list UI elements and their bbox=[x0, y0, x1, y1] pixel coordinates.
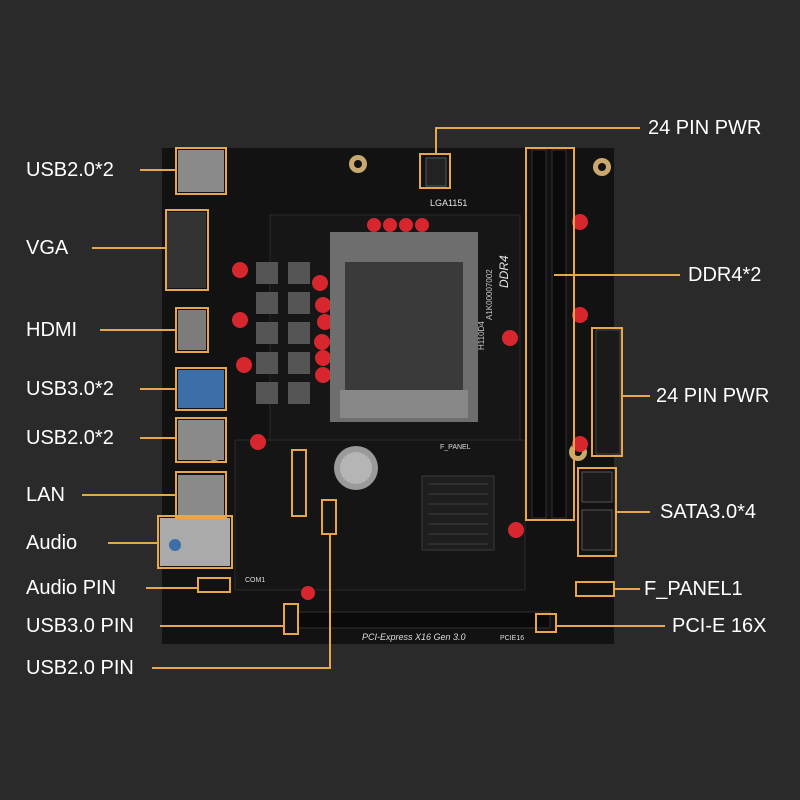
cpu-socket bbox=[330, 232, 478, 422]
label-pwr-24pin: 24 PIN PWR bbox=[656, 385, 770, 407]
cpu-4pin-connector bbox=[425, 157, 447, 187]
label-vga: VGA bbox=[26, 237, 69, 259]
chipset-heatsink bbox=[421, 475, 495, 551]
label-usb20-pin: USB2.0 PIN bbox=[26, 657, 134, 679]
pcie-id-silkscreen: PCIE16 bbox=[500, 635, 524, 642]
vrm-chokes bbox=[256, 262, 310, 404]
label-usb20-rear-2: USB2.0*2 bbox=[26, 427, 114, 449]
pcie-slot bbox=[297, 611, 551, 629]
callout-lines bbox=[82, 127, 680, 669]
label-ddr4: DDR4*2 bbox=[688, 264, 762, 286]
label-usb30-pin: USB3.0 PIN bbox=[26, 615, 134, 637]
atx-24pin-connector bbox=[595, 329, 621, 455]
label-usb30-rear: USB3.0*2 bbox=[26, 378, 114, 400]
model-silkscreen: H110D4 bbox=[477, 321, 486, 350]
label-f-panel: F_PANEL1 bbox=[644, 578, 743, 600]
label-audio-pin: Audio PIN bbox=[26, 577, 117, 599]
ddr-silkscreen: DDR4 bbox=[497, 255, 511, 288]
rear-io-ports bbox=[160, 150, 230, 566]
serial-silkscreen: A1K00007002 bbox=[485, 269, 494, 320]
f-panel-silkscreen: F_PANEL bbox=[440, 444, 471, 451]
capacitors bbox=[232, 214, 588, 600]
label-hdmi: HDMI bbox=[26, 319, 78, 341]
dimm-slots bbox=[531, 149, 567, 519]
label-usb20-rear: USB2.0*2 bbox=[26, 159, 114, 181]
socket-silkscreen: LGA1151 bbox=[430, 198, 467, 208]
label-audio: Audio bbox=[26, 532, 78, 554]
pcie-silkscreen: PCI-Express X16 Gen 3.0 bbox=[362, 632, 466, 642]
sata-ports bbox=[581, 471, 613, 551]
label-sata: SATA3.0*4 bbox=[660, 501, 756, 523]
label-lan: LAN bbox=[26, 484, 65, 506]
com-silkscreen: COM1 bbox=[245, 577, 265, 584]
label-pcie: PCI-E 16X bbox=[672, 615, 767, 637]
label-pwr-24pin-top: 24 PIN PWR bbox=[648, 117, 762, 139]
